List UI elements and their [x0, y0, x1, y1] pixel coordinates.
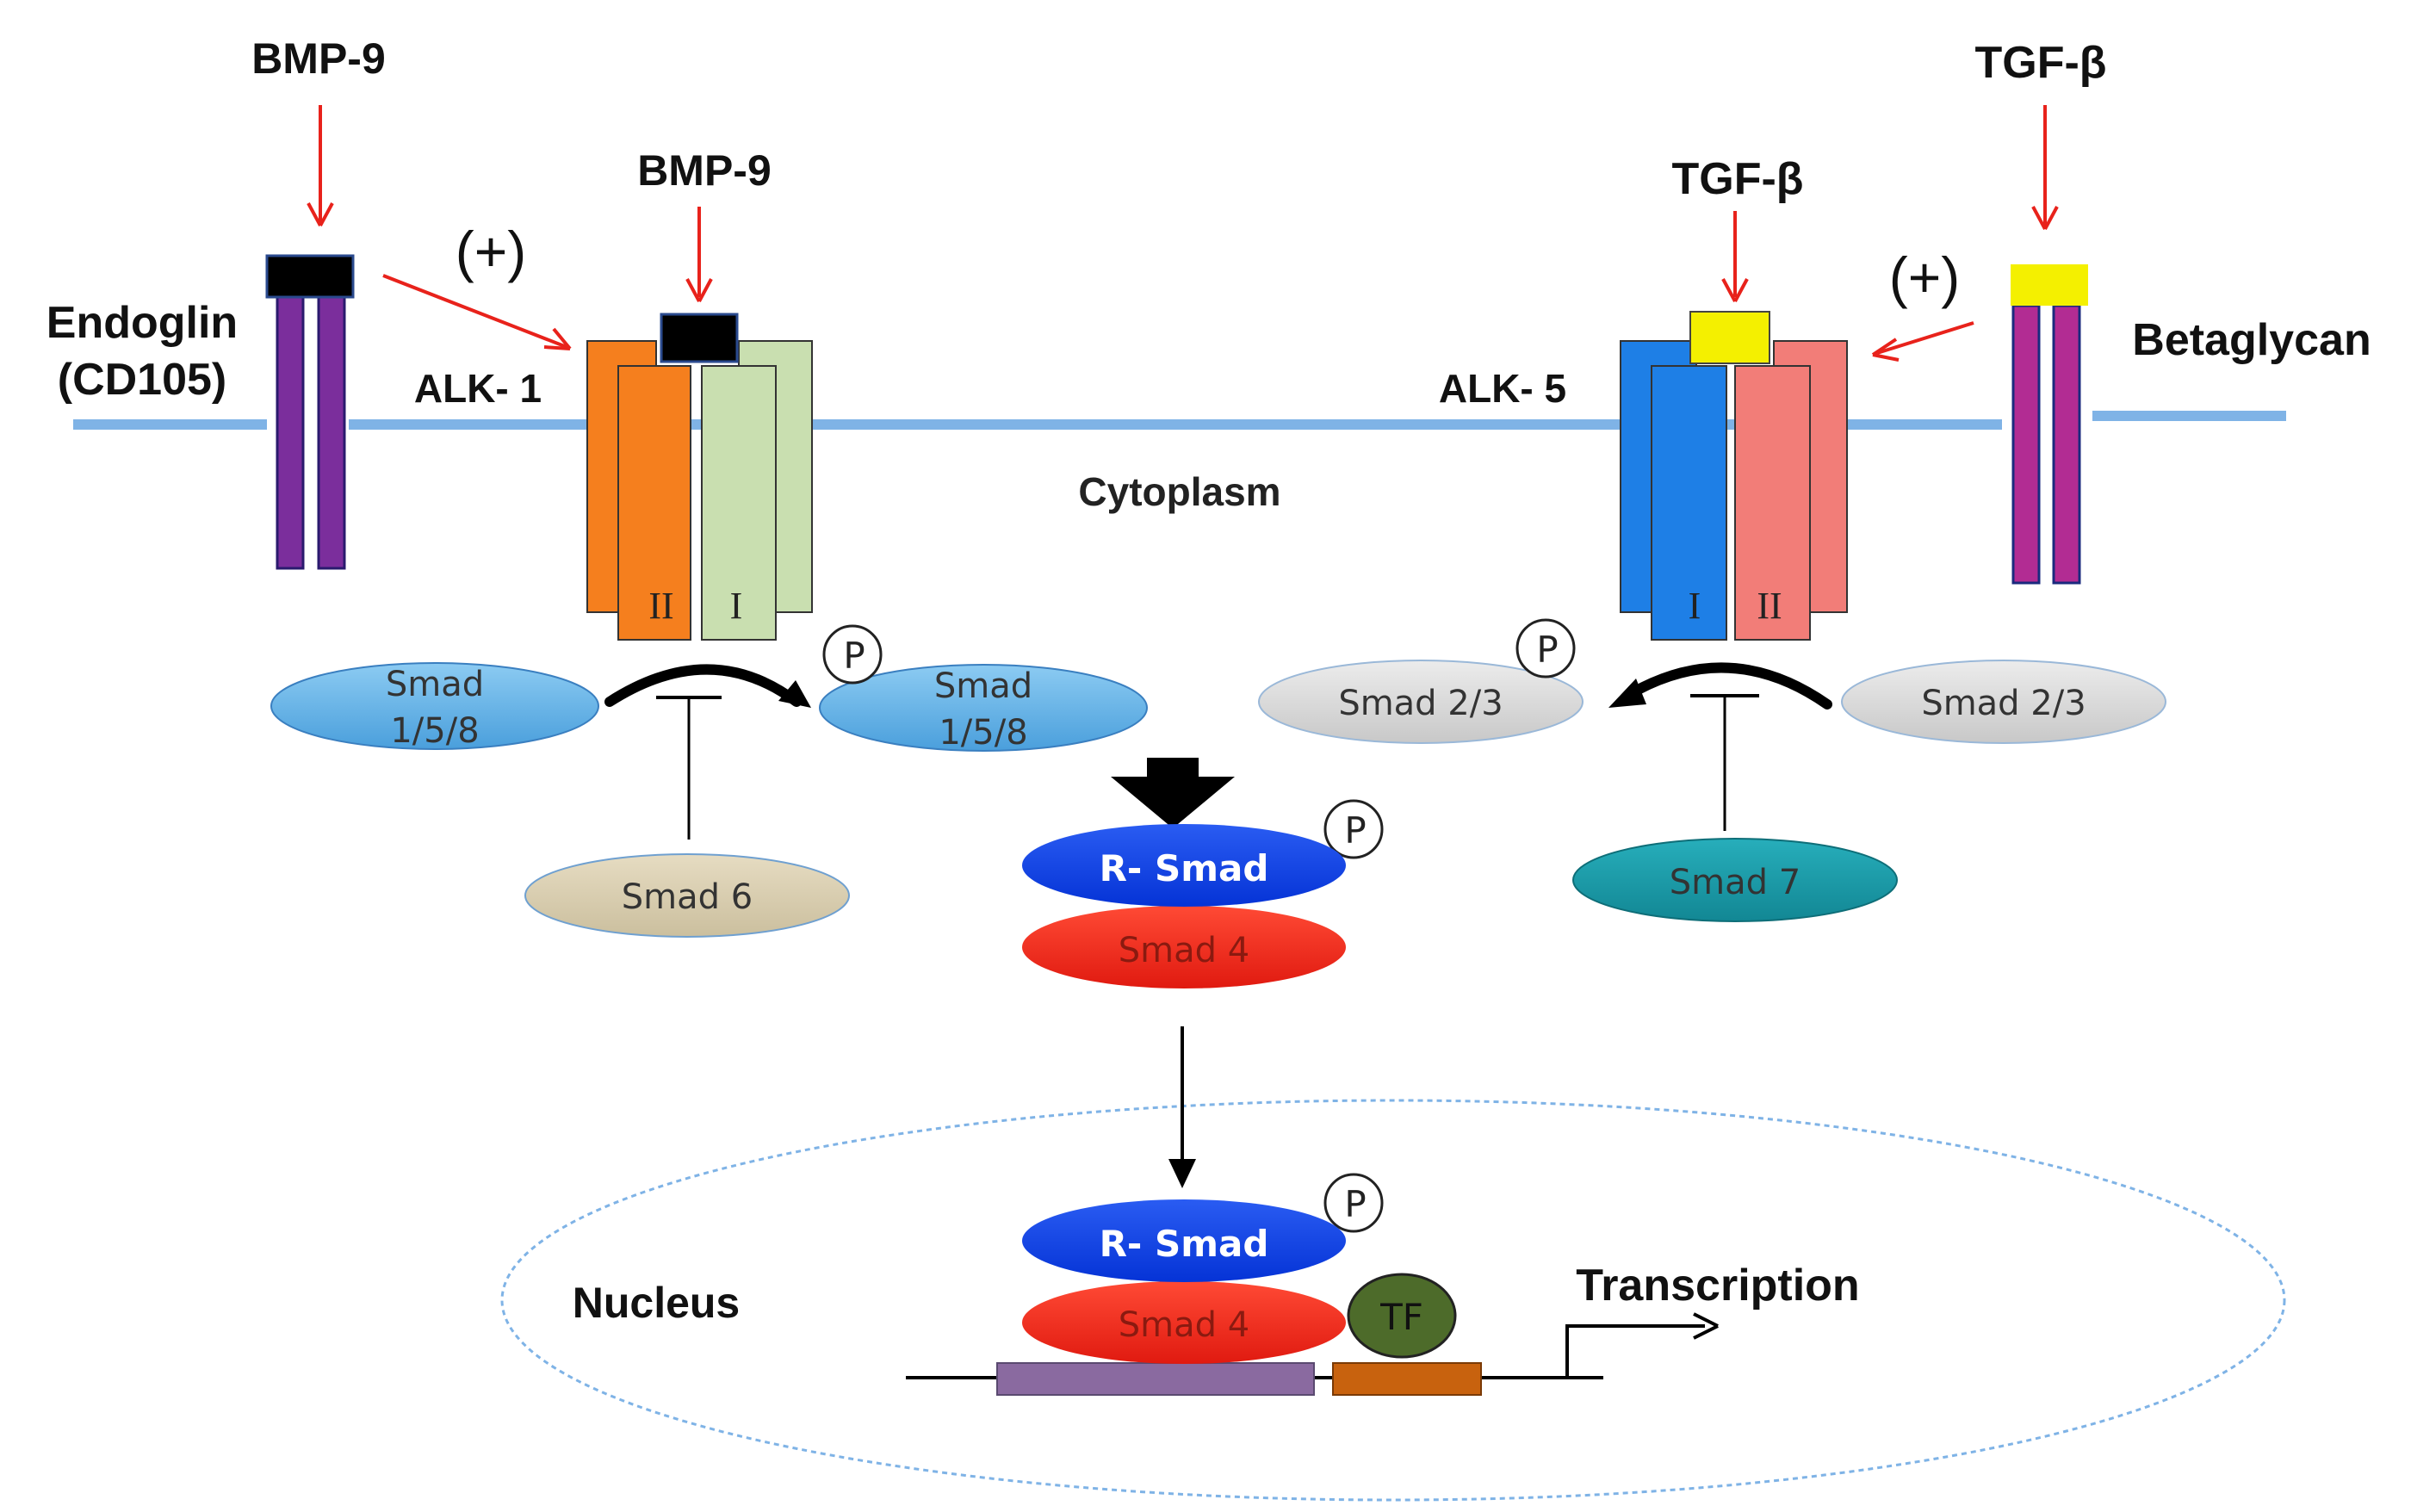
- smad158-unphosphorylated: [270, 662, 599, 750]
- phospho-label-smad23: P: [1536, 629, 1558, 671]
- rsmad-nuclear-label: R- Smad: [1100, 1223, 1269, 1265]
- cytoplasm-label: Cytoplasm: [1078, 469, 1280, 514]
- cytoplasmic-smad-complex: Smad 4 R- Smad: [1022, 824, 1346, 988]
- betaglycan-chain-left: [2011, 304, 2041, 585]
- smad23-phosphorylation-arrowhead: [1608, 679, 1646, 708]
- tgfb-ligand-label-receptor: TGF-β: [1671, 154, 1803, 204]
- endoglin-bound-bmp9: [265, 254, 355, 299]
- phospho-groups: P P P P: [822, 618, 1576, 1233]
- tgfb-ligand-label-top: TGF-β: [1974, 38, 2106, 88]
- phospho-label-complex: P: [1344, 809, 1366, 852]
- smad23-phosphorylated-label: Smad 2/3: [1338, 684, 1503, 723]
- tgfb-to-betaglycan-arrowhead: [2031, 206, 2059, 230]
- rsmad-cytoplasmic: [1022, 824, 1346, 907]
- endoglin-receptor: [265, 254, 355, 570]
- smad23-unphosphorylated-label: Smad 2/3: [1921, 684, 2086, 723]
- smad7: [1572, 838, 1898, 922]
- betaglycan-receptor: [2011, 264, 2088, 585]
- betaglycan-chain-right: [2052, 304, 2081, 585]
- smad158-phosphorylated-line1: Smad: [934, 666, 1032, 706]
- transcription-label: Transcription: [1576, 1261, 1859, 1311]
- phospho-circle-smad158: [822, 624, 883, 685]
- phospho-label-smad158: P: [843, 635, 865, 677]
- smad7-label: Smad 7: [1670, 863, 1801, 902]
- rsmad-cytoplasmic-label: R- Smad: [1100, 847, 1269, 889]
- smad158-phosphorylated: [819, 664, 1148, 752]
- nuclear-translocation-arrowhead: [1168, 1159, 1196, 1188]
- transcription-factor: [1347, 1273, 1457, 1359]
- smad23-activation: Smad 2/3 Smad 2/3 Smad 7: [1258, 660, 2166, 922]
- bmp9-ligand-label-receptor: BMP-9: [637, 146, 772, 195]
- smad23-phosphorylated: [1258, 660, 1584, 744]
- smad4-nuclear-label: Smad 4: [1119, 1305, 1249, 1345]
- transcription-start-arrowhead: [1693, 1312, 1719, 1340]
- betaglycan-enhances-alk5-arrowhead: [1871, 338, 1900, 362]
- endoglin-chain-left: [276, 295, 305, 570]
- alk5-label: ALK- 5: [1439, 366, 1566, 411]
- bmp9-to-alk1-arrowhead: [685, 278, 713, 302]
- bmp9-to-endoglin-arrowhead: [307, 202, 334, 226]
- dna-promoter-region: [1332, 1362, 1482, 1396]
- smad158-phosphorylated-line2: 1/5/8: [939, 713, 1027, 753]
- phospho-circle-complex: [1323, 799, 1384, 859]
- betaglycan-label: Betaglycan: [2132, 315, 2371, 365]
- alk1-label: ALK- 1: [414, 366, 542, 411]
- membrane-segment-right: [2092, 411, 2286, 421]
- bmp9-ligand-label-top: BMP-9: [251, 34, 386, 83]
- alk1-type1-front: [701, 365, 777, 641]
- smad158-unphosphorylated-line1: Smad: [386, 665, 484, 704]
- betaglycan-bound-tgfb: [2011, 264, 2088, 306]
- phospho-circle-smad23: [1515, 618, 1576, 679]
- tgfb-to-alk5-arrowhead: [1721, 278, 1749, 302]
- alk1-type2-front: [617, 365, 691, 641]
- alk1-type2-label: II: [648, 585, 673, 627]
- alk1-type1-label: I: [730, 585, 743, 627]
- smad158-activation: Smad 1/5/8 Smad 1/5/8 Smad 6: [270, 662, 1148, 938]
- endoglin-label: Endoglin: [46, 298, 238, 348]
- rsmad-nuclear: [1022, 1199, 1346, 1282]
- endoglin-chain-right: [317, 295, 346, 570]
- smad158-phosphorylation-arrow: [604, 664, 802, 707]
- endoglin-enhances-alk1-arrow: [382, 274, 567, 349]
- smad23-unphosphorylated: [1841, 660, 2166, 744]
- smad158-phosphorylation-arrowhead: [778, 680, 811, 708]
- betaglycan-enhances-alk5-arrow: [1876, 321, 1974, 355]
- smad4-nuclear: [1022, 1281, 1346, 1364]
- transcription-start-arrow: [1565, 1324, 1705, 1378]
- smad4-cytoplasmic-label: Smad 4: [1119, 931, 1249, 970]
- transcription-factor-label: TF: [1379, 1296, 1423, 1338]
- endoglin-cd105-label: (CD105): [58, 355, 227, 405]
- endoglin-enhances-alk1-arrowhead: [543, 327, 572, 350]
- nuclear-transcription-complex: Smad 4 R- Smad TF: [906, 1199, 1719, 1396]
- phospho-label-nuclear: P: [1344, 1183, 1366, 1225]
- smad4-cytoplasmic: [1022, 906, 1346, 988]
- alk5-type1-front: [1651, 365, 1727, 641]
- complex-formation-arrow: [1111, 758, 1235, 828]
- positive-effect-right: (+): [1889, 245, 1961, 309]
- alk5-type1-label: I: [1689, 585, 1701, 627]
- membrane-segment-left: [73, 419, 267, 430]
- nucleus-label: Nucleus: [573, 1279, 741, 1327]
- smad6-label: Smad 6: [622, 877, 753, 917]
- phospho-circle-nuclear: [1323, 1173, 1384, 1233]
- positive-effect-left: (+): [456, 220, 527, 283]
- alk5-type2-front: [1734, 365, 1811, 641]
- alk5-bound-tgfb: [1689, 311, 1770, 364]
- dna-gene-region: [996, 1362, 1315, 1396]
- plasma-membrane: [73, 411, 2286, 430]
- smad6: [524, 853, 850, 938]
- alk1-receptor-complex: II I: [586, 313, 813, 641]
- alk1-bound-bmp9: [660, 313, 739, 363]
- smad23-phosphorylation-arrow: [1627, 662, 1832, 710]
- smad158-unphosphorylated-line2: 1/5/8: [390, 711, 479, 751]
- ligand-binding-arrows: [307, 105, 2059, 362]
- alk5-type2-label: II: [1757, 585, 1782, 627]
- alk5-receptor-complex: I II: [1620, 311, 1848, 641]
